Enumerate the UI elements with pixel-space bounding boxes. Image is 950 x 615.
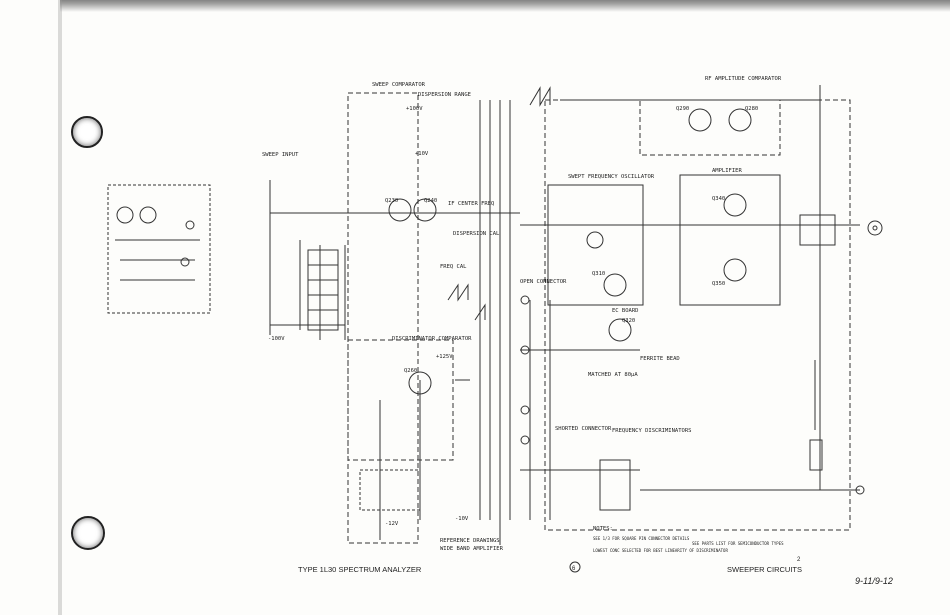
transistor-q260 <box>408 371 432 395</box>
label-frequency-discriminators: FREQUENCY DISCRIMINATORS <box>612 428 691 434</box>
handwritten-date: 9-11/9-12 <box>855 576 893 586</box>
label-rf-amplitude-comparator: RF AMPLITUDE COMPARATOR <box>705 76 782 82</box>
label-note-3: SEE PARTS LIST FOR SEMICONDUCTOR TYPES <box>692 541 784 546</box>
transistor-q230 <box>388 198 412 222</box>
label-wide-band-amplifier: WIDE BAND AMPLIFIER <box>440 546 504 552</box>
transistor-q280 <box>728 108 752 132</box>
transistor-q310 <box>603 273 627 297</box>
discriminator-comparator-outline <box>347 339 454 461</box>
transistor-q320 <box>608 318 632 342</box>
label-minus-10v: -10V <box>455 516 469 522</box>
rf-comparator-outline <box>639 99 781 156</box>
transistor-q240 <box>413 198 437 222</box>
label-swept-frequency-oscillator: SWEPT FREQUENCY OSCILLATOR <box>568 174 655 180</box>
title-left: TYPE 1L30 SPECTRUM ANALYZER <box>298 565 422 574</box>
inset-board-outline <box>107 184 211 314</box>
label-open-connector: OPEN CONNECTOR <box>520 279 567 285</box>
label-minus-12v: -12V <box>385 521 399 527</box>
label-note-1: SEE 1/3 FOR SQUARE PIN CONNECTOR DETAILS <box>593 536 690 541</box>
label-ec-board: EC BOARD <box>612 308 639 314</box>
label-plus-125v: +125V <box>436 354 453 360</box>
cal-output-jack <box>855 485 865 495</box>
label-minus-100v: -100V <box>268 336 285 342</box>
label-dispersion-range: DISPERSION RANGE <box>418 92 471 98</box>
label-plus-10v: +10V <box>415 151 429 157</box>
label-reference-drawings: REFERENCE DRAWINGS <box>440 538 500 544</box>
if-freq-switch-block <box>359 469 421 511</box>
title-sheet-number: 2 <box>797 557 801 563</box>
sweep-waveform-3 <box>474 303 486 321</box>
label-sweep-input: SWEEP INPUT <box>262 152 299 158</box>
swept-oscillator-box <box>547 184 644 306</box>
coupling-transformer-block <box>599 459 631 511</box>
sweep-comparator-outline <box>347 92 419 544</box>
label-amplifier: AMPLIFIER <box>712 168 742 174</box>
inset-transistor-q230 <box>116 206 134 224</box>
sweep-waveform-1 <box>529 86 551 107</box>
diode-d314 <box>586 231 604 249</box>
label-matched-at-80ua: MATCHED AT 80μA <box>588 372 638 378</box>
output-transformer <box>799 214 836 246</box>
label-notes-title: NOTES: <box>593 526 613 532</box>
label-q340: Q340 <box>712 196 725 202</box>
title-circle-number: 6 <box>572 566 576 572</box>
title-right: SWEEPER CIRCUITS <box>727 565 802 574</box>
label-plus-100v: +100V <box>406 106 423 112</box>
scan-top-edge <box>60 0 950 12</box>
label-q310: Q310 <box>592 271 605 277</box>
label-shorted-connector: SHORTED CONNECTOR <box>555 426 612 432</box>
label-q230: Q230 <box>385 198 398 204</box>
output-connector <box>867 220 883 236</box>
label-discriminator-comparator: DISCRIMINATOR COMPARATOR <box>392 336 472 342</box>
transistor-q350 <box>723 258 747 282</box>
label-q350: Q350 <box>712 281 725 287</box>
punch-hole-upper <box>71 116 103 148</box>
label-note-2: LOWEST CONC SELECTED FOR BEST LINEARITY … <box>593 548 728 553</box>
open-connector-jack <box>520 295 530 305</box>
scan-left-edge <box>58 0 62 615</box>
label-q260: Q260 <box>404 368 417 374</box>
label-q320: Q320 <box>622 318 635 324</box>
oscillator-board-outline <box>544 99 851 531</box>
sweep-waveform-2 <box>447 283 469 302</box>
label-freq-cal: FREQ CAL <box>440 264 467 270</box>
transistor-q340 <box>723 193 747 217</box>
dispersion-switch-bank <box>307 249 339 331</box>
label-sweep-comparator: SWEEP COMPARATOR <box>372 82 426 88</box>
amplifier-box <box>679 174 781 306</box>
transistor-q290 <box>688 108 712 132</box>
punch-hole-lower <box>71 516 105 550</box>
label-q280: Q280 <box>745 106 758 112</box>
shorted-connector-jack <box>520 435 530 445</box>
label-dispersion-cal: DISPERSION CAL <box>453 231 500 237</box>
label-ferrite-bead: FERRITE BEAD <box>640 356 680 362</box>
inset-transistor-q240 <box>139 206 157 224</box>
label-q290: Q290 <box>676 106 689 112</box>
label-if-center-freq: IF CENTER FREQ <box>448 201 494 207</box>
label-q240: Q240 <box>424 198 437 204</box>
